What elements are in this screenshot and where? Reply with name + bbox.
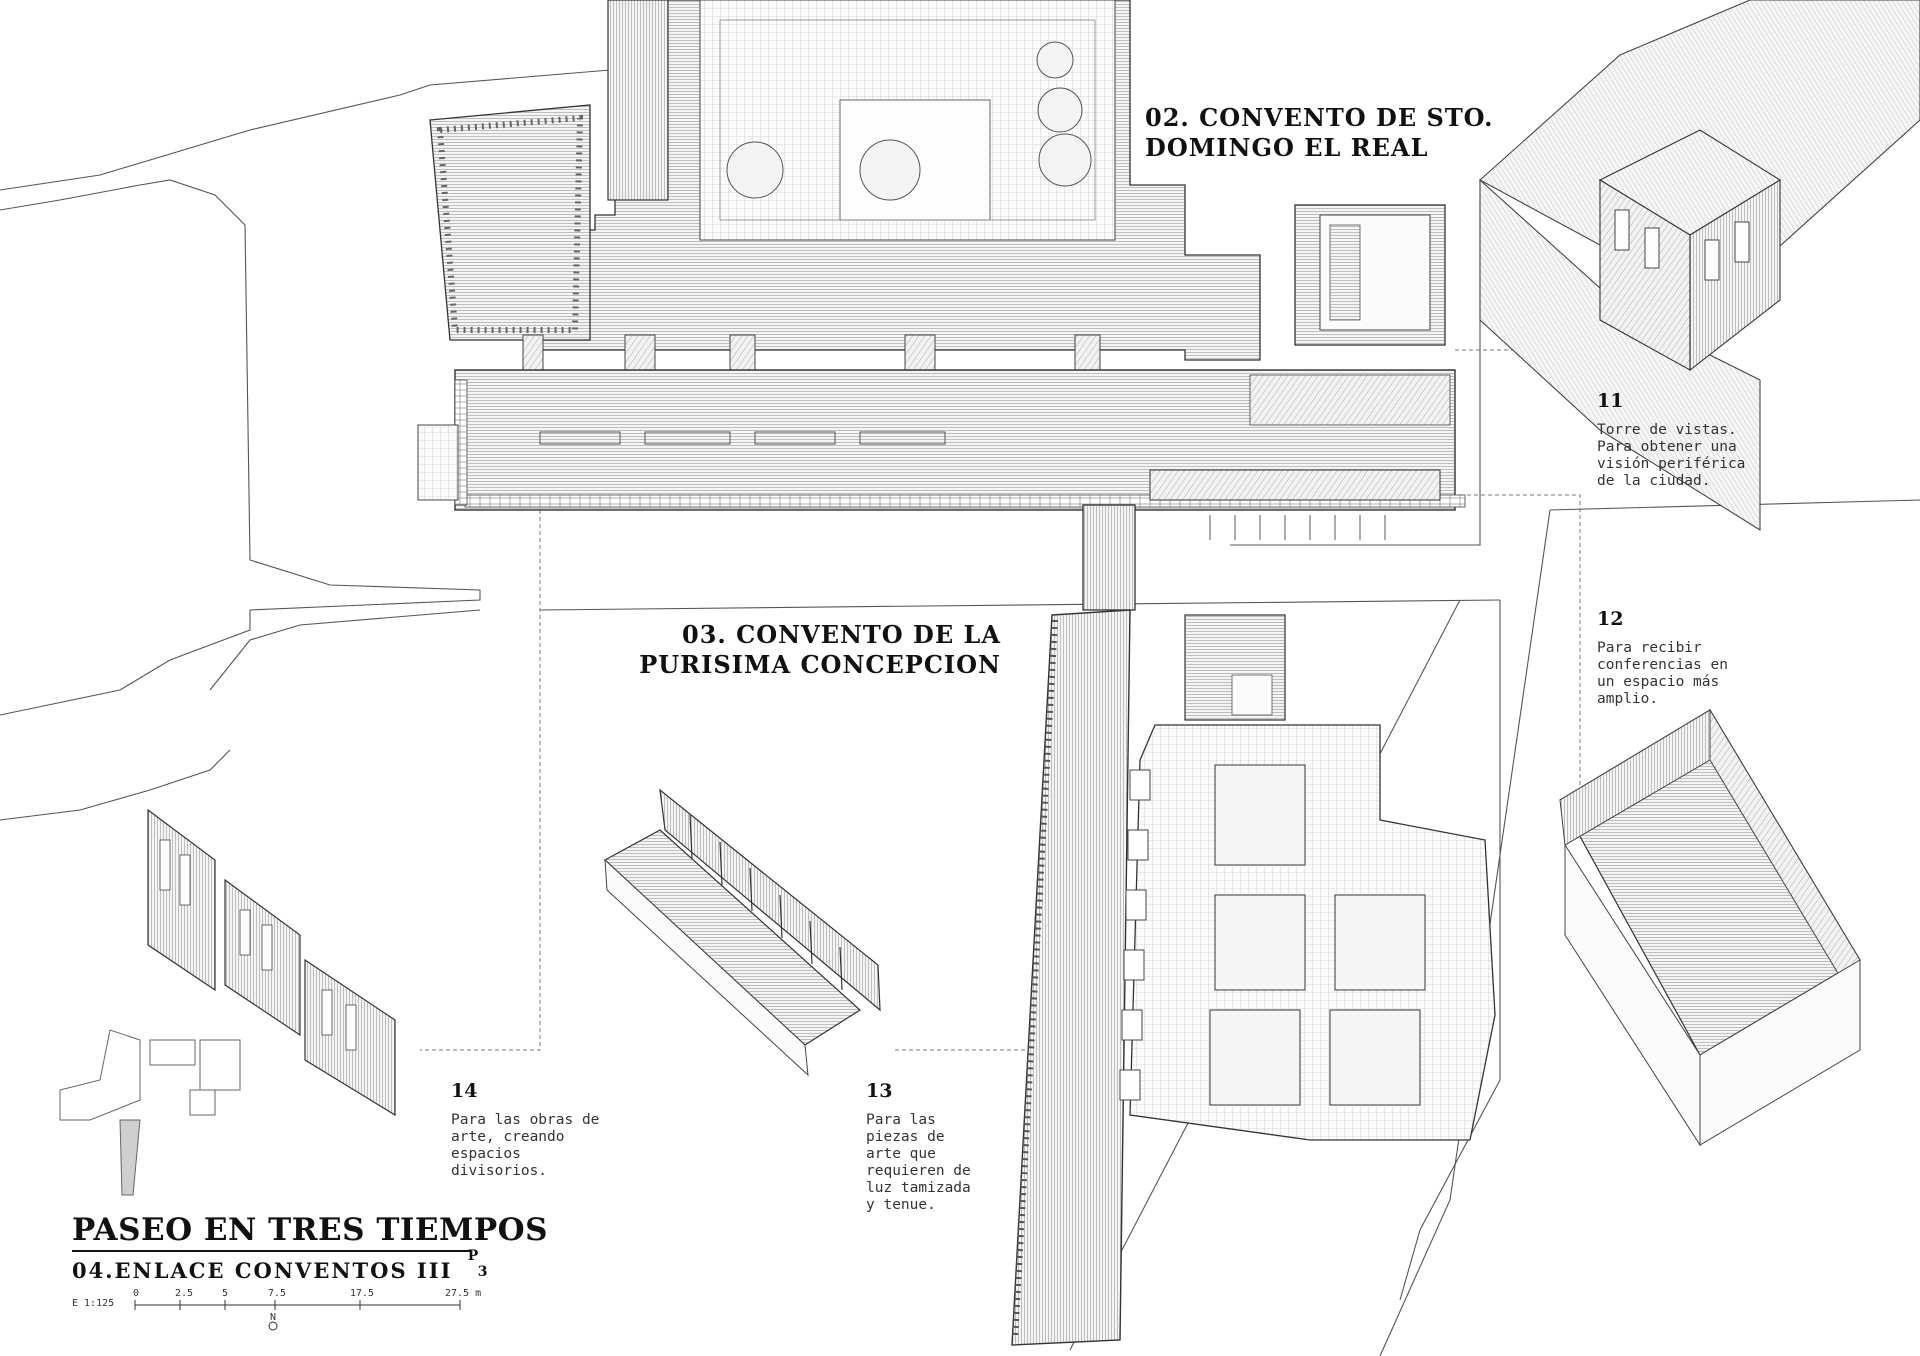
scale-label: E 1:125 (72, 1298, 115, 1309)
leader-12 (1460, 494, 1581, 790)
page-numerator: P (467, 1248, 481, 1264)
note-13: 13 Para las piezas de arte que requieren… (866, 1080, 971, 1214)
connector-posts (522, 334, 1101, 376)
scale-bar (134, 1300, 461, 1331)
ramp-wall (1012, 619, 1058, 1341)
scale-tick-4: 17.5 (350, 1288, 375, 1299)
cloister-trees (726, 41, 1092, 201)
scale-tick-5: 27.5 m (445, 1288, 482, 1299)
convent-purisima-title: 03. CONVENTO DE LA PURISIMA CONCEPCION (639, 620, 1001, 680)
gallery13-screen (659, 788, 881, 1012)
convent-santo-domingo-line1: 02. CONVENTO DE STO. (1145, 103, 1494, 132)
scale-tick-0: 0 (133, 1288, 140, 1299)
purisima-planters (1209, 764, 1426, 1106)
street-outline-south (539, 599, 1501, 611)
street-edge-east (1399, 600, 1501, 1301)
gallery-upper-room (1249, 374, 1451, 426)
west-wing (429, 104, 591, 341)
page-fraction: P 3 (468, 1248, 494, 1282)
note-14-number: 14 (451, 1080, 478, 1102)
note-13-text: Para las piezas de arte que requieren de… (866, 1112, 971, 1213)
note-14-text: Para las obras de arte, creando espacios… (451, 1112, 600, 1179)
scale-tick-2: 5 (222, 1288, 229, 1299)
bridge-link (1082, 504, 1136, 611)
sheet-subtitle-text: 04.ENLACE CONVENTOS III (72, 1258, 453, 1283)
gallery-bench-rows (539, 431, 946, 445)
purisima-cloister (1129, 724, 1496, 1141)
gallery-facade-ticks (1209, 515, 1386, 540)
scale-tick-1: 2.5 (175, 1288, 194, 1299)
key-plan (59, 1029, 241, 1196)
tower-body-right (1689, 179, 1781, 372)
purisima-stair-x (1231, 674, 1273, 716)
sheet-title: PASEO EN TRES TIEMPOS (72, 1212, 549, 1248)
convent-purisima-line2: PURISIMA CONCEPCION (639, 650, 1001, 679)
convent-santo-domingo-line2: DOMINGO EL REAL (1145, 133, 1429, 162)
purisima-bays (1119, 769, 1151, 1101)
hall-wall-right (1699, 959, 1861, 1146)
note-11-number: 11 (1597, 390, 1624, 412)
note-12-text: Para recibir conferencias en un espacio … (1597, 640, 1728, 707)
gallery13-mullions (689, 814, 843, 991)
sheet-subtitle: 04.ENLACE CONVENTOS III P 3 (72, 1248, 548, 1283)
scale-tick-3: 7.5 (268, 1288, 287, 1299)
terrain-outline-inner (209, 609, 481, 691)
panel-openings (159, 839, 357, 1051)
west-wing-wall (436, 114, 584, 333)
isometric-tower-11 (1479, 0, 1920, 531)
long-ramp (1011, 609, 1131, 1346)
note-12: 12 Para recibir conferencias en un espac… (1597, 608, 1728, 708)
gallery-link-plan (417, 369, 1466, 611)
note-13-number: 13 (866, 1080, 893, 1102)
convent-purisima-line1: 03. CONVENTO DE LA (682, 620, 1001, 649)
cloister-inner-frame (719, 19, 1096, 221)
gallery-dark-band (1149, 469, 1441, 501)
convent-santo-domingo-plan (429, 0, 1446, 376)
convent-santo-domingo-title: 02. CONVENTO DE STO. DOMINGO EL REAL (1145, 103, 1494, 163)
note-12-number: 12 (1597, 608, 1624, 630)
north-corridor (607, 0, 669, 201)
convent-purisima-plan (1011, 609, 1496, 1346)
isometric-panels-14 (147, 808, 396, 1117)
sheet-title-block: PASEO EN TRES TIEMPOS 04.ENLACE CONVENTO… (72, 1212, 548, 1283)
gallery13-front-wall (604, 858, 809, 1077)
leader-14 (420, 510, 541, 1051)
site-outline-river (0, 749, 231, 821)
tower-openings (1614, 209, 1750, 281)
street-edge-east-v (1379, 509, 1551, 1356)
site-outline-nw (0, 69, 611, 191)
isometric-hall-12 (1559, 708, 1861, 1147)
isometric-gallery-13 (603, 788, 881, 1077)
note-11: 11 Torre de vistas. Para obtener una vis… (1597, 390, 1745, 490)
note-11-text: Torre de vistas. Para obtener una visión… (1597, 422, 1746, 489)
gallery-side-box (417, 424, 459, 501)
stair-flight (1329, 224, 1361, 321)
terrain-outline-west (0, 179, 481, 716)
page-denominator: 3 (477, 1264, 490, 1280)
north-label: N (270, 1312, 277, 1323)
note-14: 14 Para las obras de arte, creando espac… (451, 1080, 599, 1180)
north-arrow-icon (268, 1321, 278, 1331)
